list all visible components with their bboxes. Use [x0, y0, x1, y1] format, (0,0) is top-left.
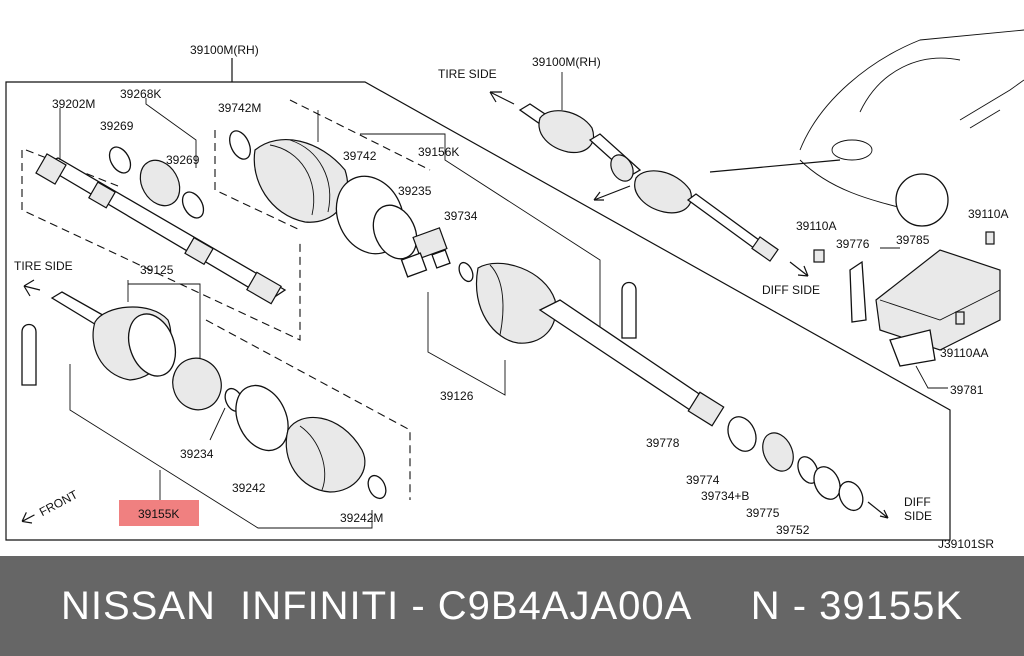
direction-arrow [593, 185, 631, 201]
label-39202m: 39202M [52, 97, 95, 111]
outer-boot-part [253, 139, 349, 223]
grease-tube-part [21, 323, 37, 386]
diff-side-arrow-right [789, 261, 809, 277]
snap-ring-small-part [458, 261, 474, 283]
dashed-line [25, 149, 119, 187]
dashed-group-boot [214, 130, 301, 231]
small-boot-part [139, 159, 181, 207]
label-39156k: 39156K [418, 145, 459, 159]
tire-side-arrow [23, 279, 41, 297]
washer-part [813, 466, 841, 500]
label-39774: 39774 [686, 473, 720, 487]
car-illustration [799, 29, 1024, 227]
assembled-driveshaft-part [518, 103, 779, 262]
label-39234: 39234 [180, 447, 214, 461]
label-39752: 39752 [776, 523, 810, 537]
inner-race-part [172, 357, 222, 411]
front-label: FRONT [37, 487, 81, 519]
grease-tube-part [621, 281, 637, 339]
diff-side-bottom-1: DIFF [904, 495, 931, 509]
parts-diagram: 39100M(RH) 39202M 39268K 39269 39269 [5, 29, 1024, 551]
label-39100m-top: 39100M(RH) [190, 43, 259, 57]
leader-line [69, 364, 373, 529]
exploded-view-svg: 39100M(RH) 39202M 39268K 39269 39269 [5, 29, 1024, 551]
label-39742m: 39742M [218, 101, 261, 115]
label-39776: 39776 [836, 237, 870, 251]
label-39775: 39775 [746, 506, 780, 520]
outer-cv-joint-part [50, 291, 177, 381]
part-info-footer: NISSAN INFINITI - C9B4AJA00A N - 39155K [0, 556, 1024, 656]
tire-side-left: TIRE SIDE [14, 259, 73, 273]
label-39734: 39734 [444, 209, 478, 223]
boot-band-part [235, 384, 289, 452]
label-39781: 39781 [950, 383, 984, 397]
tire-side-arrow-right [489, 91, 515, 105]
boot-clamp-part [367, 474, 387, 500]
leader-line [915, 365, 948, 389]
diff-side-bottom-2: SIDE [904, 509, 932, 523]
label-39126: 39126 [440, 389, 474, 403]
highlight-box [119, 500, 199, 526]
oil-seal-part [838, 480, 864, 512]
label-39742: 39742 [343, 149, 377, 163]
label-39110a-b: 39110A [968, 207, 1008, 221]
label-39269-b: 39269 [166, 153, 200, 167]
label-39110aa: 39110AA [940, 346, 989, 360]
tripod-joint-part [400, 227, 451, 278]
label-39734b: 39734+B [701, 489, 749, 503]
label-39155k: 39155K [138, 507, 179, 521]
inner-shaft-part [35, 153, 287, 305]
bearing-part [762, 432, 794, 472]
dashed-group-joint [205, 319, 411, 500]
leader-line [427, 292, 506, 396]
boot-clamp-part [229, 130, 251, 160]
inner-joint-housing-part [476, 262, 725, 427]
diff-side-right: DIFF SIDE [762, 283, 820, 297]
support-bracket-part [813, 231, 1001, 367]
label-39110a-a: 39110A [796, 219, 836, 233]
dashed-line [289, 99, 431, 171]
front-arrow: FRONT [21, 487, 81, 524]
label-39235: 39235 [398, 184, 432, 198]
diff-side-arrow [867, 501, 889, 519]
label-39778: 39778 [646, 436, 680, 450]
label-39268k: 39268K [120, 87, 161, 101]
outer-boot-lower-part [285, 416, 366, 493]
label-39269-a: 39269 [100, 119, 134, 133]
pointer-line [709, 159, 841, 173]
label-39242: 39242 [232, 481, 266, 495]
label-39100m-right: 39100M(RH) [532, 55, 601, 69]
diagram-frame [5, 81, 951, 541]
diagram-code: J39101SR [938, 537, 994, 551]
clamp-ring-part [181, 191, 205, 219]
tire-side-right: TIRE SIDE [438, 67, 497, 81]
seal-part [727, 416, 757, 452]
leader-line [209, 407, 226, 441]
leader-line [145, 98, 197, 168]
label-39242m: 39242M [340, 511, 383, 525]
label-39785: 39785 [896, 233, 930, 247]
leader-line [360, 133, 601, 330]
part-info-text: NISSAN INFINITI - C9B4AJA00A N - 39155K [60, 583, 964, 628]
dashed-group-shaft [21, 150, 301, 341]
label-39125: 39125 [140, 263, 174, 277]
leader-line [127, 280, 201, 360]
clamp-ring-part [108, 146, 132, 174]
